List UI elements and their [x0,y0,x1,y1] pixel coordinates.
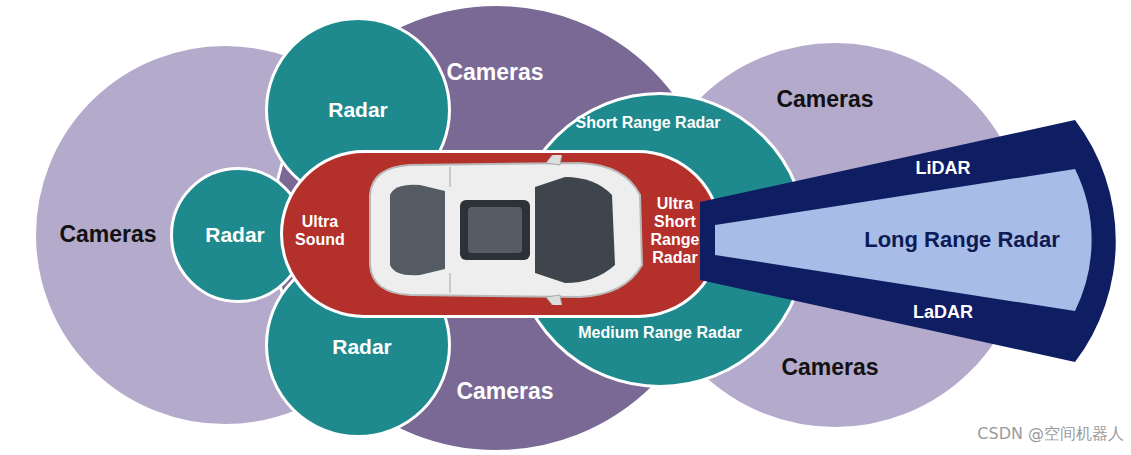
zone-label: Cameras [430,60,560,86]
zone-label: Cameras [760,87,890,113]
zone-label: Radar [190,223,280,247]
zone-label: Medium Range Radar [555,324,765,342]
zone-label: Ultra Sound [289,213,351,249]
long-range-radar-cone: Long Range Radar [715,165,1115,315]
zone-label: LaDAR [883,302,1003,322]
zone-label: Long Range Radar [837,228,1087,253]
zone-label: Short Range Radar [548,114,748,132]
zone-label: LiDAR [883,158,1003,178]
lidar-cone: LiDAR LaDAR Long Range Radar [700,112,1120,370]
car-illustration [350,155,650,305]
zone-label: Cameras [765,355,895,381]
zone-label: Radar [303,98,413,122]
zone-label: Cameras [440,379,570,405]
zone-label: Cameras [43,222,173,248]
zone-label: Ultra Short Range Radar [640,195,710,267]
watermark: CSDN @空间机器人 [977,424,1124,445]
zone-label: Radar [307,335,417,359]
